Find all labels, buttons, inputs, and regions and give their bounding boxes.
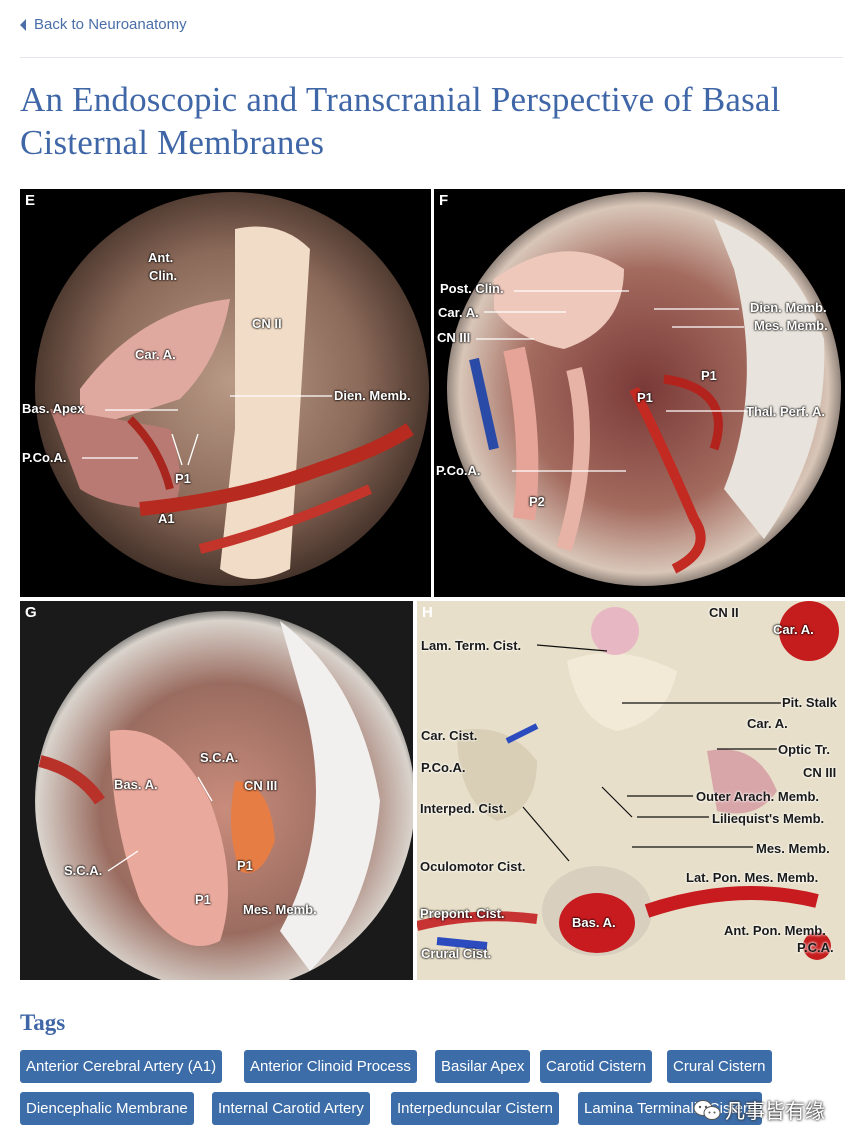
label: CN III: [244, 778, 278, 793]
label: Prepont. Cist.: [420, 906, 505, 921]
figure-panel-h: H CN II Car. A. Lam. Term. Cist. Pit. St…: [417, 601, 845, 980]
label: Dien. Memb.: [334, 388, 411, 403]
label: S.C.A.: [200, 750, 239, 765]
label: Mes. Memb.: [243, 902, 317, 917]
dissection-view-h: [417, 601, 845, 980]
label: Lat. Pon. Mes. Memb.: [686, 870, 819, 885]
label: P.Co.A.: [22, 450, 67, 465]
label: Bas. Apex: [22, 401, 85, 416]
label: P1: [701, 368, 717, 383]
tags-heading: Tags: [20, 1010, 66, 1035]
label: P.C.A.: [797, 940, 834, 955]
label: Outer Arach. Memb.: [696, 789, 820, 804]
label: P.Co.A.: [436, 463, 481, 478]
label: Crural Cist.: [421, 946, 492, 961]
label: S.C.A.: [64, 863, 103, 878]
tag-interpeduncular-cistern[interactable]: Interpeduncular Cistern: [391, 1092, 559, 1125]
label: P1: [175, 471, 191, 486]
endoscopic-view-e: [20, 189, 431, 597]
wechat-icon: [693, 1099, 721, 1121]
figure-panel-f: F Post. Clin. Car. A. CN III Dien. Memb.…: [434, 189, 845, 597]
label: Lam. Term. Cist.: [421, 638, 522, 653]
figure-panel-e: E Ant. Clin. CN II Car. A. Bas. Apex Die…: [20, 189, 431, 597]
label: Clin.: [149, 268, 178, 283]
label: Mes. Memb.: [754, 318, 828, 333]
tag-lamina-terminalis-cistern[interactable]: Lamina Terminalis Cistern: [578, 1092, 763, 1125]
panel-letter: F: [439, 192, 449, 209]
label: Dien. Memb.: [750, 300, 827, 315]
back-link[interactable]: Back to Neuroanatomy: [20, 16, 187, 33]
page-title: An Endoscopic and Transcranial Perspecti…: [20, 80, 781, 162]
label: Liliequist's Memb.: [712, 811, 825, 826]
chevron-left-icon: [20, 18, 26, 31]
label: Car. A.: [773, 622, 814, 637]
tag-diencephalic-membrane[interactable]: Diencephalic Membrane: [20, 1092, 194, 1125]
label: Bas. A.: [572, 915, 616, 930]
tag-anterior-clinoid-process[interactable]: Anterior Clinoid Process: [244, 1050, 417, 1083]
label: Car. A.: [135, 347, 176, 362]
watermark-text: 凡事皆有缘: [725, 1099, 825, 1123]
tag-basilar-apex[interactable]: Basilar Apex: [435, 1050, 531, 1083]
label: Bas. A.: [114, 777, 158, 792]
label: P1: [195, 892, 211, 907]
label: P2: [529, 494, 545, 509]
panel-letter: G: [25, 604, 37, 621]
label: A1: [158, 511, 175, 526]
endoscopic-view-f: [434, 189, 845, 597]
label: P1: [637, 390, 653, 405]
label: P.Co.A.: [421, 760, 466, 775]
label: Car. Cist.: [421, 728, 478, 743]
label: Car. A.: [438, 305, 479, 320]
tag-carotid-cistern[interactable]: Carotid Cistern: [540, 1050, 653, 1083]
tag-anterior-cerebral-artery[interactable]: Anterior Cerebral Artery (A1): [20, 1050, 223, 1083]
back-link-label: Back to Neuroanatomy: [34, 16, 187, 33]
label: Car. A.: [747, 716, 788, 731]
label: Pit. Stalk: [782, 695, 837, 710]
tag-internal-carotid-artery[interactable]: Internal Carotid Artery: [212, 1092, 370, 1125]
label: Mes. Memb.: [756, 841, 830, 856]
label: Optic Tr.: [778, 742, 831, 757]
label: Thal. Perf. A.: [746, 404, 825, 419]
label: Interped. Cist.: [420, 801, 507, 816]
panel-letter: H: [422, 604, 433, 621]
label: Ant. Pon. Memb.: [724, 923, 826, 938]
panel-letter: E: [25, 192, 36, 209]
figure-image: E Ant. Clin. CN II Car. A. Bas. Apex Die…: [20, 189, 845, 980]
label: CN III: [803, 765, 837, 780]
label: CN II: [709, 605, 739, 620]
endoscopic-view-g: [20, 601, 413, 980]
figure-panel-g: G S.C.A. Bas. A. CN III S.C.A. P1 P1 Mes…: [20, 601, 413, 980]
watermark: 凡事皆有缘: [693, 1095, 825, 1124]
label: Oculomotor Cist.: [420, 859, 526, 874]
label: CN II: [252, 316, 282, 331]
label: Ant.: [148, 250, 174, 265]
header-divider: [20, 57, 843, 58]
tag-crural-cistern[interactable]: Crural Cistern: [667, 1050, 772, 1083]
label: CN III: [437, 330, 471, 345]
label: Post. Clin.: [440, 281, 504, 296]
label: P1: [237, 858, 253, 873]
